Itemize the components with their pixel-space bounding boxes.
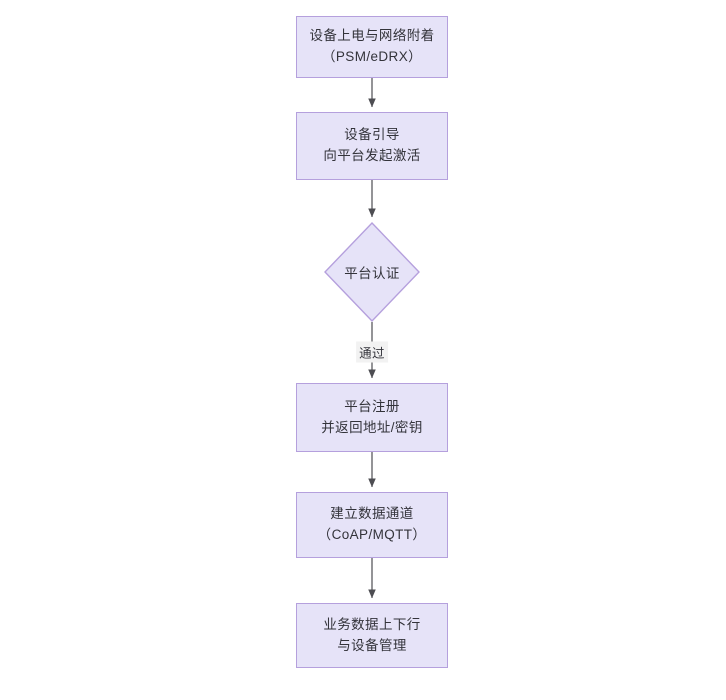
flow-node-platform-auth-label: 平台认证: [344, 266, 400, 281]
flow-node-platform-auth[interactable]: 平台认证: [324, 222, 420, 322]
edge-label-pass: 通过: [356, 341, 388, 363]
flow-node-business-data-line-2: 与设备管理: [337, 637, 407, 653]
flow-node-data-channel[interactable]: 建立数据通道 （CoAP/MQTT）: [296, 492, 448, 558]
flow-node-power-on-line-1: 设备上电与网络附着: [309, 28, 435, 44]
flow-node-platform-register-line-2: 并返回地址/密钥: [321, 419, 423, 435]
flow-node-platform-register[interactable]: 平台注册 并返回地址/密钥: [296, 383, 448, 452]
flow-node-power-on-line-2: （PSM/eDRX）: [321, 49, 423, 64]
flow-node-data-channel-line-1: 建立数据通道: [330, 506, 414, 522]
flow-node-bootstrap-line-2: 向平台发起激活: [323, 148, 421, 163]
diamond-shape: [324, 222, 420, 322]
flow-node-data-channel-line-2: （CoAP/MQTT）: [317, 527, 427, 542]
flow-node-bootstrap[interactable]: 设备引导 向平台发起激活: [296, 112, 448, 180]
flow-node-bootstrap-line-1: 设备引导: [344, 127, 400, 143]
flow-node-business-data[interactable]: 业务数据上下行 与设备管理: [296, 603, 448, 668]
flow-node-platform-register-line-1: 平台注册: [344, 398, 400, 414]
flow-node-business-data-line-1: 业务数据上下行: [323, 616, 421, 632]
flow-node-power-on[interactable]: 设备上电与网络附着 （PSM/eDRX）: [296, 16, 448, 78]
